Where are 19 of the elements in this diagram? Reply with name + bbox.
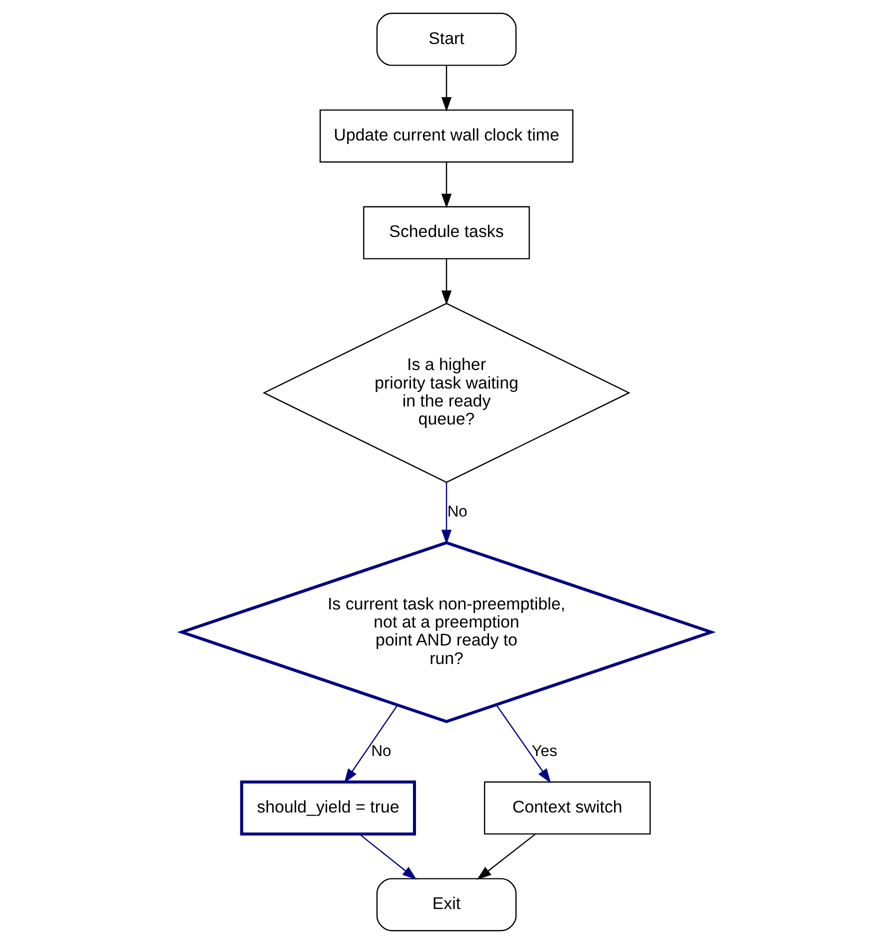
node-box: Update current wall clock time — [320, 109, 574, 163]
node-diamond: Is current task non-preemptible, not at a preemption point AND ready to run? — [177, 541, 716, 724]
arrow — [441, 162, 452, 208]
arrow — [359, 834, 417, 880]
node-box: Exit — [376, 878, 517, 932]
arrow — [476, 834, 536, 880]
node-box: Context switch — [484, 781, 651, 835]
node-box: Schedule tasks — [363, 206, 530, 260]
arrow — [496, 704, 551, 784]
node-box: Start — [376, 12, 517, 66]
arrow — [441, 482, 452, 544]
node-box: should_yield = true — [240, 780, 416, 836]
edge-label: No — [447, 504, 468, 521]
edge-label: Yes — [532, 742, 558, 760]
arrow — [441, 258, 452, 306]
arrow — [441, 66, 452, 112]
node-diamond: Is a higher priority task waiting in the ready queue? — [262, 302, 630, 483]
edge-label: No — [371, 742, 392, 760]
arrow — [344, 705, 398, 784]
